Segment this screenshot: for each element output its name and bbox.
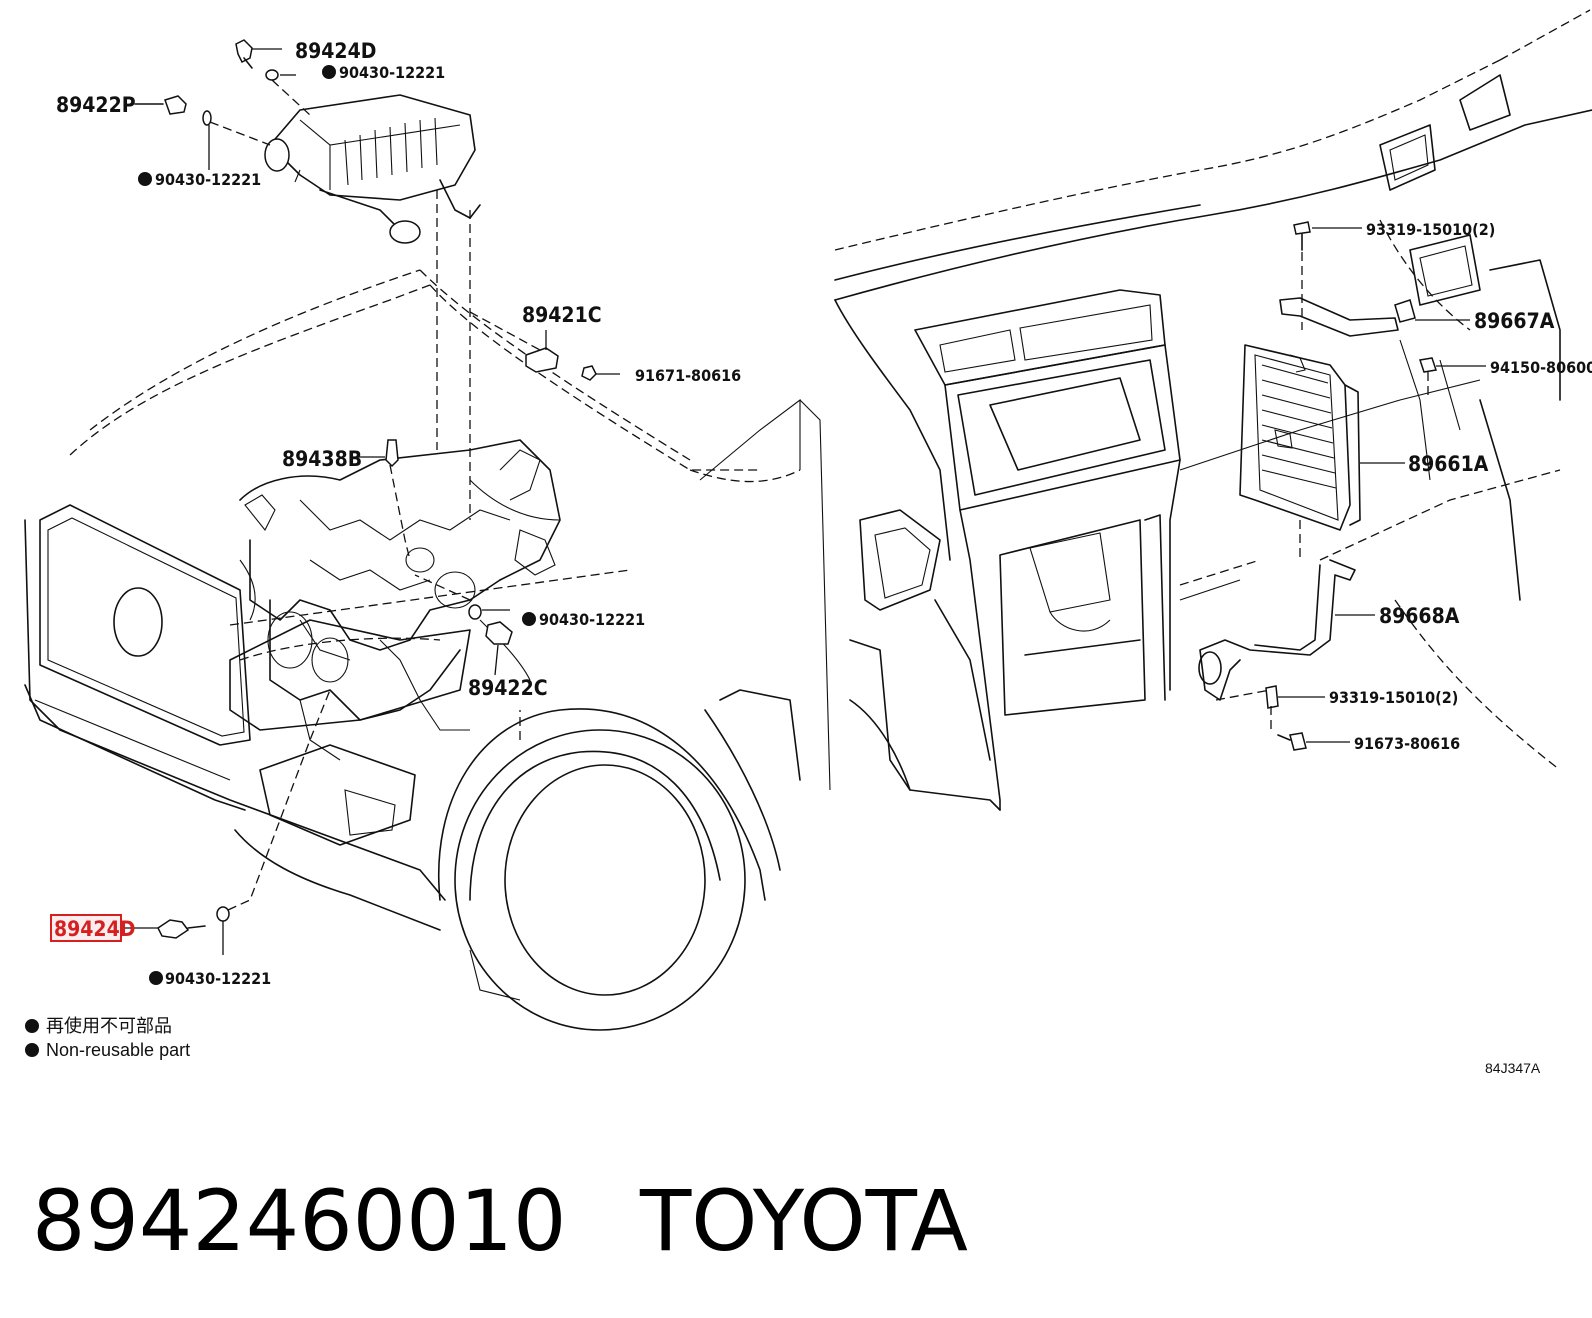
brand-name: TOYOTA (639, 1172, 968, 1270)
callout-91671-80616[interactable]: 91671-80616 (635, 366, 741, 385)
callout-93319-15010-top[interactable]: 93319-15010(2) (1366, 220, 1495, 239)
callout-90430-12221-b[interactable]: 90430-12221 (155, 170, 261, 189)
bolt-91673 (1277, 732, 1307, 751)
legend-japanese-text: 再使用不可部品 (46, 1016, 172, 1036)
figure-code: 84J347A (1485, 1060, 1541, 1076)
callout-90430-12221-a[interactable]: 90430-12221 (339, 63, 445, 82)
vehicle-front-illustration (24, 39, 831, 1031)
part-number: 8942460010 (32, 1172, 566, 1270)
gasket-ring-top (265, 69, 279, 81)
bolt-93319-bottom (1265, 685, 1279, 709)
legend-dot-english (25, 1043, 39, 1057)
sensor-89422C (485, 621, 513, 645)
highlight-box-89424D (50, 914, 122, 942)
non-reusable-marker (322, 65, 336, 79)
bolt-91671 (581, 365, 597, 381)
callout-89438B[interactable]: 89438B (282, 447, 362, 471)
ecu-module-89661A (1239, 344, 1361, 531)
callout-89421C[interactable]: 89421C (522, 303, 602, 327)
dashboard-illustration (834, 9, 1592, 811)
callout-89424D-bottom[interactable]: 89424D (54, 917, 135, 941)
ecu-bracket-89668A (1198, 559, 1356, 701)
callout-89667A[interactable]: 89667A (1474, 309, 1555, 333)
callout-90430-12221-d[interactable]: 90430-12221 (165, 969, 271, 988)
sensor-89424D-bottom (157, 919, 206, 939)
bolt-93319-top (1293, 221, 1311, 251)
gasket-ring-89422C (468, 604, 482, 620)
callout-89668A[interactable]: 89668A (1379, 604, 1460, 628)
sensor-89422P (134, 95, 187, 115)
gasket-ring-bottom (216, 906, 230, 922)
non-reusable-marker (138, 172, 152, 186)
sensor-89424D-top (235, 39, 253, 69)
ecu-bracket-89667A (1279, 297, 1416, 337)
non-reusable-marker (522, 612, 536, 626)
legend-dot-japanese (25, 1019, 39, 1033)
gasket-ring-89422P (202, 110, 212, 126)
legend-english-text: Non-reusable part (46, 1040, 190, 1060)
callout-90430-12221-c[interactable]: 90430-12221 (539, 610, 645, 629)
sensor-89421C (525, 347, 559, 373)
callout-91673-80616[interactable]: 91673-80616 (1354, 734, 1460, 753)
callout-94150-80600[interactable]: 94150-80600 (1490, 358, 1592, 377)
callout-89422C[interactable]: 89422C (468, 676, 548, 700)
air-cleaner-assembly (264, 94, 481, 244)
callout-89661A[interactable]: 89661A (1408, 452, 1489, 476)
callout-93319-15010-bottom[interactable]: 93319-15010(2) (1329, 688, 1458, 707)
engine-illustration (239, 439, 561, 761)
callout-89424D-top[interactable]: 89424D (295, 39, 376, 63)
callout-89422P[interactable]: 89422P (56, 93, 136, 117)
sensor-89438B (385, 439, 399, 468)
nut-94150 (1419, 357, 1437, 373)
non-reusable-marker (149, 971, 163, 985)
